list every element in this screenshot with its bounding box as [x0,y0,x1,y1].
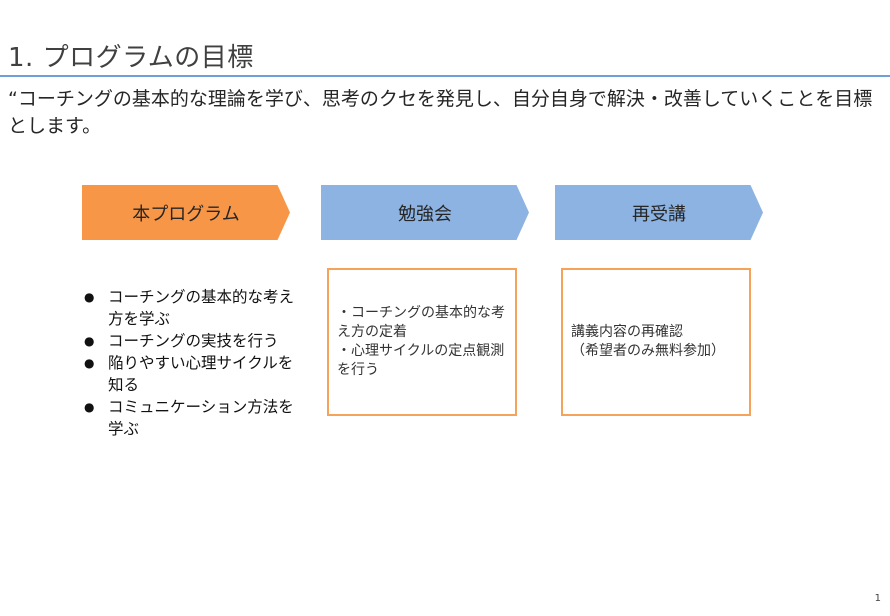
step-label-retake: 再受講 [632,203,686,225]
list-item: コーチングの基本的な考え方を学ぶ [84,286,294,330]
study-session-line: ・コーチングの基本的な考え方の定着 [337,305,505,340]
list-item: コミュニケーション方法を学ぶ [84,396,294,440]
retake-line: 講義内容の再確認 [571,324,683,340]
program-item-list: コーチングの基本的な考え方を学ぶ コーチングの実技を行う 陥りやすい心理サイクル… [84,286,294,440]
list-item: コーチングの実技を行う [84,330,294,352]
list-item: 陥りやすい心理サイクルを知る [84,352,294,396]
step-label-program: 本プログラム [132,203,240,225]
step-chevron-study-session: 勉強会 [321,185,529,240]
step-label-study-session: 勉強会 [398,203,452,225]
study-session-box: ・コーチングの基本的な考え方の定着 ・心理サイクルの定点観測を行う [327,268,517,416]
page-number: 1 [874,593,881,604]
retake-line: （希望者のみ無料参加） [571,343,725,359]
slide-title: 1. プログラムの目標 [8,43,254,73]
goal-statement: “コーチングの基本的な理論を学び、思考のクセを発見し、自分自身で解決・改善してい… [8,88,873,137]
step-chevron-program: 本プログラム [82,185,290,240]
retake-box: 講義内容の再確認 （希望者のみ無料参加） [561,268,751,416]
step-chevron-retake: 再受講 [555,185,763,240]
study-session-line: ・心理サイクルの定点観測を行う [337,343,505,378]
title-divider [0,75,890,77]
